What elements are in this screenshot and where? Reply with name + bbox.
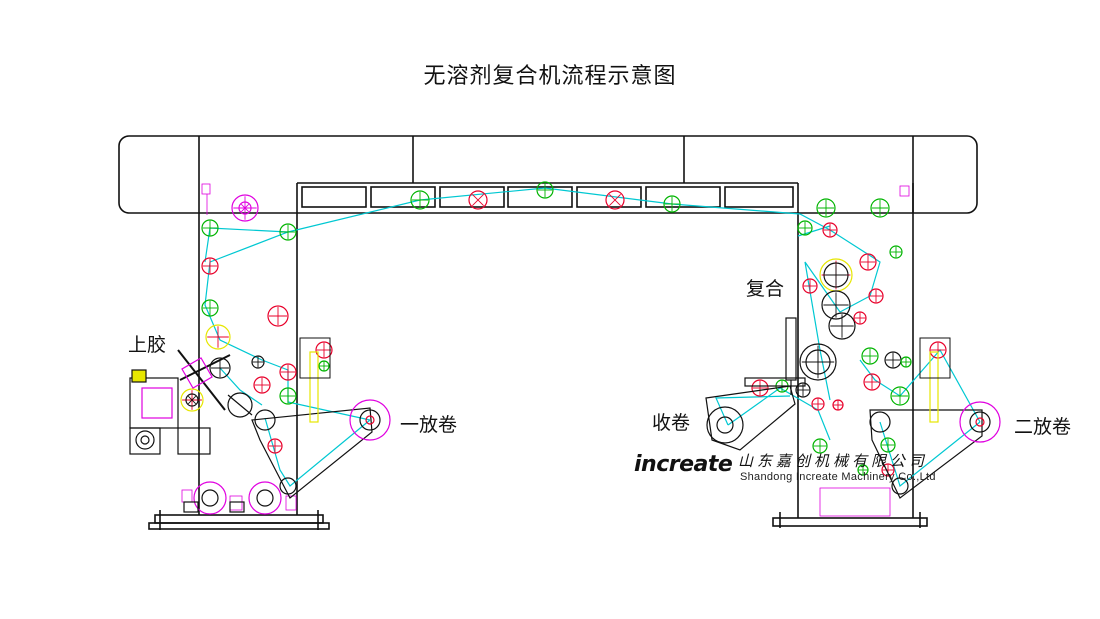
guide-roller [185,393,199,407]
guide-roller [889,245,903,259]
label-rewind: 收卷 [652,412,691,434]
guide-roller [253,376,271,394]
label-unwind2: 二放卷 [1014,416,1072,438]
guide-roller [823,262,849,288]
guide-roller [267,305,289,327]
guide-roller [863,373,881,391]
guide-roller [251,355,265,369]
guide-roller [605,190,625,210]
guide-roller [811,397,825,411]
right-frame-details [819,185,910,517]
label-coating: 上胶 [128,334,167,356]
unwind1-arm [251,399,391,499]
guide-roller [822,222,838,238]
guide-roller [828,312,856,340]
guide-roller [410,190,430,210]
guide-roller [859,253,877,271]
guide-roller [318,360,330,372]
web-path [204,187,981,488]
top-beam [118,135,978,214]
guide-roller [890,386,910,406]
guide-roller [468,190,488,210]
guide-roller [315,341,333,359]
guide-roller [201,299,219,317]
guide-roller [870,198,890,218]
rollers [180,181,947,477]
right-frame [772,183,928,528]
guide-roller [797,220,813,236]
rewind-arm [705,317,806,451]
guide-roller [880,437,896,453]
guide-roller [205,324,231,350]
left-frame [148,183,330,530]
left-base [183,481,282,515]
guide-roller [201,257,219,275]
dancer-brackets [299,337,951,379]
coating-unit [129,349,253,455]
tension-dancers [309,351,939,423]
guide-roller [795,382,811,398]
unwind2-arm [869,401,1001,499]
guide-roller [816,198,836,218]
guide-roller [900,356,912,368]
guide-roller [279,387,297,405]
guide-roller [857,464,869,476]
guide-roller [267,438,283,454]
label-laminating: 复合 [746,278,785,300]
guide-roller [805,349,831,375]
brand-logo: increate [634,452,733,477]
guide-roller [884,351,902,369]
guide-roller [868,288,884,304]
guide-roller [812,438,828,454]
guide-roller [238,201,252,215]
guide-roller [821,290,851,320]
label-unwind1: 一放卷 [400,414,458,436]
left-frame-details [181,183,297,511]
diagram-title: 无溶剂复合机流程示意图 [423,64,677,89]
brand-company-en: Shandong Increate Machinery Co.,Ltd [740,471,936,483]
brand-company-cn: 山东嘉创机械有限公司 [738,452,929,470]
guide-roller [853,311,867,325]
guide-roller [832,399,844,411]
guide-roller [536,181,554,199]
guide-roller [751,379,769,397]
guide-roller [802,278,818,294]
guide-roller [201,219,219,237]
guide-roller [279,363,297,381]
guide-roller [663,195,681,213]
guide-roller [279,223,297,241]
guide-roller [861,347,879,365]
guide-roller [209,357,231,379]
